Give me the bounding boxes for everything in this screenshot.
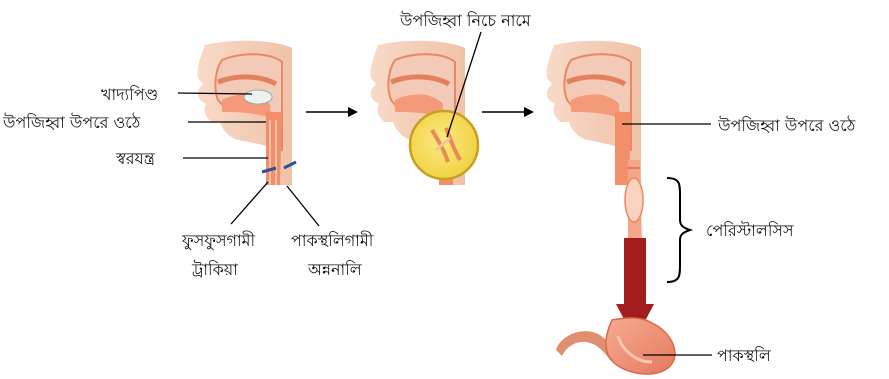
head-panel-2 bbox=[370, 41, 478, 185]
stomach-label: পাকস্থলি bbox=[717, 346, 772, 365]
epiglottis-down-label: উপজিহ্বা নিচে নামে bbox=[399, 11, 532, 30]
peristalsis-label: পেরিস্টালসিস bbox=[706, 221, 794, 240]
bolus-label: খাদ্যপিণ্ড bbox=[101, 85, 158, 104]
trachea-label-line1: ফুসফুসগামী bbox=[181, 231, 256, 250]
trachea-label-line2: ট্রাকিয়া bbox=[191, 260, 238, 279]
esophagus-label-line2: অন্ননালি bbox=[307, 260, 363, 279]
esophagus-label-line1: পাকস্থলিগামী bbox=[291, 231, 374, 250]
right-arrow-icon bbox=[482, 107, 534, 117]
epiglottis-up-label: উপজিহ্বা উপরে ওঠে bbox=[2, 113, 141, 132]
brace-icon bbox=[667, 178, 690, 282]
stomach-illustration bbox=[556, 318, 675, 374]
larynx-label: স্বরযন্ত্র bbox=[115, 149, 156, 168]
head-panel-3 bbox=[546, 41, 641, 185]
right-arrow-icon bbox=[306, 107, 358, 117]
head-panel-1 bbox=[197, 41, 296, 185]
epiglottis-up-right-label: উপজিহ্বা উপরে ওঠে bbox=[717, 116, 856, 135]
